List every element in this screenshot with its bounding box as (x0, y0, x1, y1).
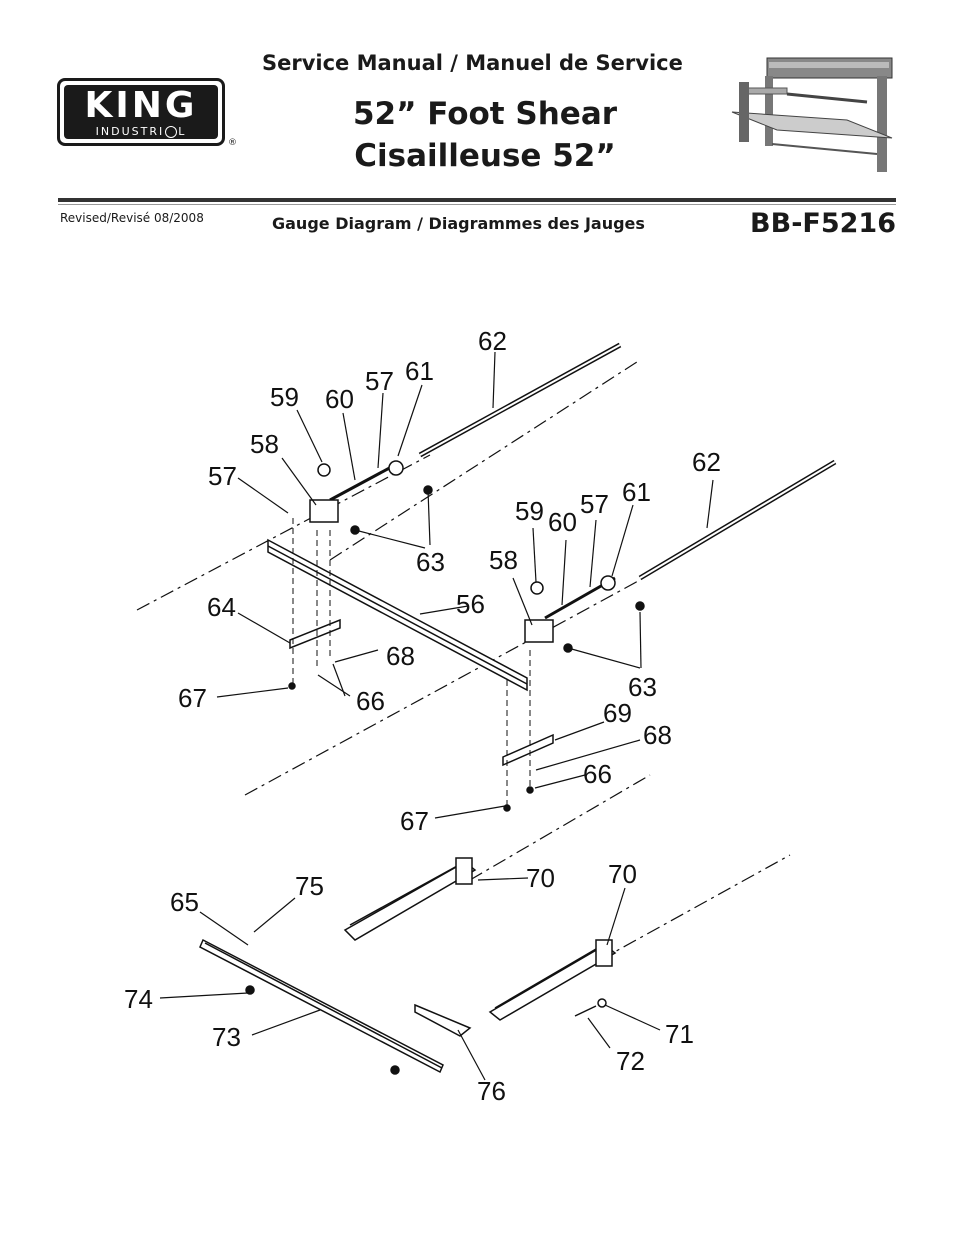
callout-label: 67 (400, 806, 429, 836)
callout-label: 67 (178, 683, 207, 713)
page-title-fr: Cisailleuse 52” (354, 138, 616, 174)
callout-label: 63 (416, 547, 445, 577)
revision-date: Revised/Revisé 08/2008 (60, 211, 204, 225)
callout-label: 73 (212, 1022, 241, 1052)
callout-label: 68 (386, 641, 415, 671)
callout-label: 61 (405, 356, 434, 386)
callout-label: 60 (325, 384, 354, 414)
gauge-exploded-diagram: 62 61 57 60 59 58 57 63 56 64 68 66 67 6… (124, 326, 837, 1106)
callout-label: 62 (478, 326, 507, 356)
callout-label: 61 (622, 477, 651, 507)
callout-label: 57 (580, 489, 609, 519)
callout-label: 76 (477, 1076, 506, 1106)
callout-label: 69 (603, 698, 632, 728)
callout-label: 66 (356, 686, 385, 716)
callout-labels: 62 61 57 60 59 58 57 63 56 64 68 66 67 6… (124, 326, 721, 1106)
section-title: Gauge Diagram / Diagrammes des Jauges (272, 214, 645, 233)
header-rule-thin (58, 204, 896, 205)
callout-label: 56 (456, 589, 485, 619)
centerlines (136, 359, 791, 961)
service-manual-heading: Service Manual / Manuel de Service (262, 51, 683, 75)
callout-label: 70 (608, 859, 637, 889)
callout-label: 65 (170, 887, 199, 917)
callout-label: 70 (526, 863, 555, 893)
callout-label: 62 (692, 447, 721, 477)
callout-label: 71 (665, 1019, 694, 1049)
callout-label: 59 (515, 496, 544, 526)
callout-label: 58 (250, 429, 279, 459)
callout-label: 66 (583, 759, 612, 789)
callout-label: 57 (208, 461, 237, 491)
callout-label: 75 (295, 871, 324, 901)
callout-label: 59 (270, 382, 299, 412)
foot-shear-photo (731, 57, 893, 172)
callout-label: 74 (124, 984, 153, 1014)
callout-label: 68 (643, 720, 672, 750)
callout-label: 63 (628, 672, 657, 702)
callout-label: 64 (207, 592, 236, 622)
callout-label: 58 (489, 545, 518, 575)
page-title-en: 52” Foot Shear (352, 96, 618, 132)
callout-label: 57 (365, 366, 394, 396)
logo-word: KING (84, 85, 198, 126)
model-number: BB-F5216 (750, 208, 896, 239)
callout-label: 60 (548, 507, 577, 537)
header-rule (58, 198, 896, 202)
registered-mark: ® (228, 138, 237, 148)
callout-label: 72 (616, 1046, 645, 1076)
